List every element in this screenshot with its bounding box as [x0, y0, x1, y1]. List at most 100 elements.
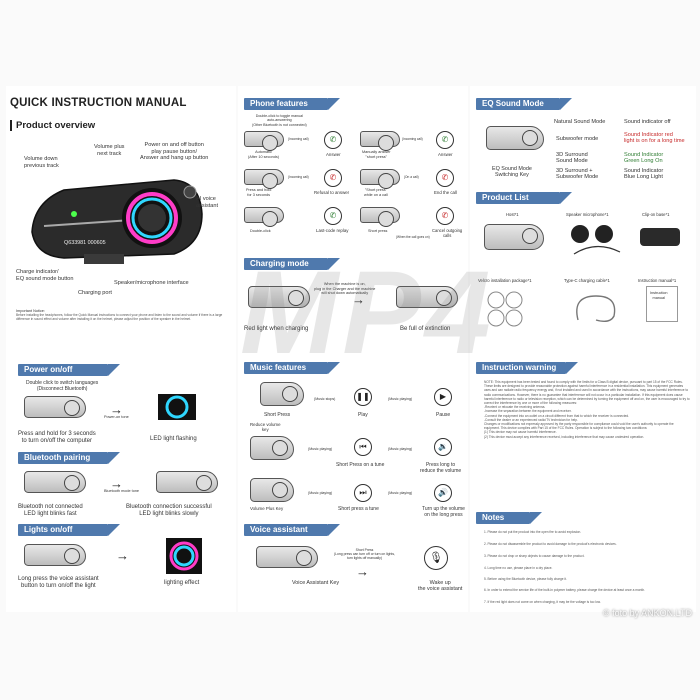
eq-mode-3: 3D Surround Sound Mode: [556, 152, 588, 165]
eq-ind-4: Sound Indicator Blue Long Light: [624, 168, 664, 181]
product-cable-image: [576, 295, 616, 323]
music-helmet-2: [250, 436, 294, 460]
phone-r1-m1: (Incoming call): [288, 137, 309, 141]
phone-helmet-2a: [244, 169, 284, 189]
voice-helmet: [256, 546, 318, 568]
phone-r3-r1: Last-code replay: [316, 228, 349, 233]
phone-r3-r2: Cancel outgoing calls: [432, 228, 463, 238]
notes-heading: Notes: [476, 512, 542, 524]
phone-r2-l1: Press and hold for 3 seconds: [246, 188, 272, 197]
charging-helmet-left: [248, 286, 310, 308]
music-r1-left: Short Press: [264, 412, 291, 418]
product-host: Host*1: [506, 212, 519, 217]
cancel-call-icon: ✆: [436, 207, 454, 225]
music-r1-mid: Play: [358, 412, 368, 418]
products-heading: Product List: [476, 192, 572, 204]
phone-r2-l2: "Short press" while on a call: [364, 188, 388, 197]
music-r1-right: Pause: [436, 412, 451, 418]
phone-r2-r1: Refusal to answer: [314, 190, 350, 195]
music-r1-m2: (Music playing): [388, 397, 413, 401]
bluetooth-left-caption: Bluetooth not connected LED light blinks…: [18, 504, 83, 517]
overview-heading-text: Product overview: [16, 120, 96, 131]
music-r2-mid: Short Press on a tune: [336, 462, 385, 468]
manual-title: QUICK INSTRUCTION MANUAL: [10, 97, 187, 109]
sheet-middle: Phone features Double-click to toggle ma…: [238, 86, 468, 612]
voice-left-caption: Voice Assistant Key: [292, 580, 340, 586]
power-left-caption: Press and hold for 3 seconds to turn on/…: [18, 431, 96, 444]
eq-mode-1: Natural Sound Mode: [554, 119, 606, 125]
phone-r3-l1: Double-click: [250, 229, 271, 233]
bt-helmet-right: [156, 471, 218, 493]
eq-ind-2: Sound Indicator red light is on for a lo…: [624, 132, 685, 145]
music-r3-right: Turn up the volume on the long press: [422, 506, 465, 518]
label-volume-plus: Volume plus next track: [94, 144, 125, 157]
lights-left-caption: Long press the voice assistant button to…: [18, 576, 99, 589]
power-caption-top: Double click to switch languages (Discon…: [26, 380, 99, 392]
product-manual: Instruction manual*1: [638, 278, 677, 283]
label-volume-down: Volume down previous track: [24, 156, 59, 169]
microphone-icon: 🎙: [424, 546, 448, 570]
volume-down-icon: 🔉: [434, 438, 452, 456]
redial-phone-icon: ✆: [324, 207, 342, 225]
hangup-phone-icon: ✆: [436, 169, 454, 187]
note-item-3: 3. Please do not drop or sharp objects t…: [484, 554, 585, 558]
eq-mode-2: Subwoofer mode: [556, 136, 599, 142]
eq-heading: EQ Sound Mode: [476, 98, 572, 110]
note-item-1: 1. Please do not put the product into th…: [484, 530, 582, 534]
music-r2-right: Press long to reduce the volume: [420, 462, 462, 474]
eq-ind-1: Sound indicator off: [624, 119, 671, 125]
label-power-button: Power on and off button play pause butto…: [140, 142, 209, 161]
music-r3-mid: Short press a tune: [338, 506, 379, 512]
note-item-6: 6. In order to extend the service life o…: [484, 588, 645, 592]
arrow-icon: →: [116, 548, 129, 563]
note-item-7: 7. If the red light does not come on whe…: [484, 600, 601, 604]
product-clip: Clip-on base*1: [642, 212, 670, 217]
product-speaker: Speaker microphone*1: [566, 212, 609, 217]
product-manual-image: Instruction manual: [646, 286, 678, 322]
phone-r2-m1: (Incoming call): [288, 175, 309, 179]
charging-right-caption: Be full of extinction: [400, 326, 451, 332]
phone-r1-l1: Automatic (After 10 seconds): [248, 150, 280, 159]
lights-heading: Lights on/off: [18, 524, 120, 536]
eq-switch-key: EQ Sound Mode Switching Key: [492, 166, 532, 179]
charging-note: When the machine is on, plug in the Char…: [314, 282, 376, 296]
music-r3-m1: (Music playing): [308, 491, 333, 495]
phone-helmet-2b: [360, 169, 400, 189]
phone-r1-r2: Answer: [438, 152, 453, 157]
voice-heading: Voice assistant: [244, 524, 340, 536]
charging-heading: Charging mode: [244, 258, 340, 270]
phone-heading: Phone features: [244, 98, 340, 110]
product-clip-image: [640, 228, 680, 246]
charging-helmet-right: [396, 286, 458, 308]
product-velcro-image: [487, 291, 523, 327]
previous-track-icon: ⏮: [354, 438, 372, 456]
bluetooth-tone: Bluetooth mode tone: [104, 489, 140, 493]
bt-helmet-left: [24, 471, 86, 493]
eq-ind-3: Sound Indicator Green Long On: [624, 152, 664, 165]
music-r3-left: Volume Plus Key: [250, 506, 284, 511]
notice-title: Important Notice:: [16, 309, 45, 313]
next-track-icon: ⏭: [354, 484, 372, 502]
volume-up-icon: 🔊: [434, 484, 452, 502]
power-helmet-image: [24, 396, 86, 418]
voice-right-caption: Wake up the voice assistant: [418, 580, 463, 592]
arrow-icon: →: [356, 564, 369, 579]
phone-helmet-1a: [244, 131, 284, 151]
arrow-icon: →: [352, 292, 365, 307]
note-item-4: 4. Long time no use, please place in a d…: [484, 566, 553, 570]
eq-mode-4: 3D Surround + Subwoofer Mode: [556, 168, 599, 181]
note-item-5: 5. Before using the Bluetooth device, pl…: [484, 577, 567, 581]
product-speaker-image: [571, 225, 621, 255]
music-helmet-3: [250, 478, 294, 502]
bluetooth-right-caption: Bluetooth connection successful LED ligh…: [126, 504, 212, 517]
answer-phone-icon: ✆: [324, 131, 342, 149]
note-item-2: 2. Please do not disassemble the product…: [484, 542, 617, 546]
photo-credit: © foto by ANKON.LTD: [603, 608, 692, 618]
product-host-image: [484, 224, 544, 250]
lights-helmet: [24, 544, 86, 566]
product-velcro: Velcro installation package*1: [478, 278, 532, 283]
phone-top-note: Double-click to toggle manual auto-answe…: [252, 114, 307, 127]
music-r3-m2: (Music playing): [388, 491, 413, 495]
bluetooth-heading: Bluetooth pairing: [18, 452, 120, 464]
play-pause-icon: ❚❚: [354, 388, 372, 406]
